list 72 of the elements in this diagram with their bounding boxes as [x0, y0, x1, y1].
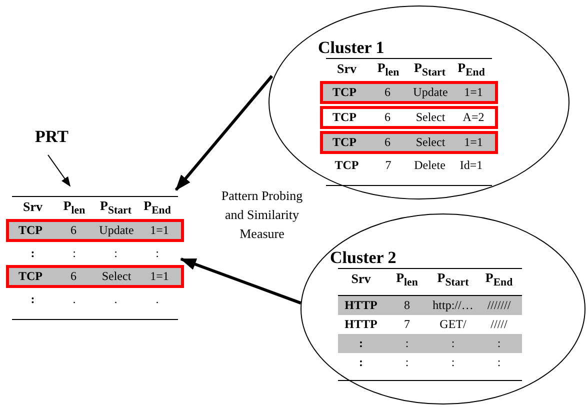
arrow	[180, 258, 302, 304]
cluster-title: Cluster 2	[330, 249, 396, 267]
table-cell-text: TCP	[18, 269, 44, 284]
table-cell-text: Select	[100, 269, 132, 284]
table-cell-text: :	[30, 246, 36, 261]
column-header: P$_{Start}$	[436, 270, 470, 288]
table-cell-text: TCP	[18, 223, 44, 238]
table-cell-text: 8	[403, 298, 411, 313]
annotation-text: Pattern Probing and Similarity Measure	[220, 187, 304, 243]
table-cell-text: 7	[403, 317, 411, 332]
column-header: P$_{len}$	[395, 270, 419, 288]
column-header: Srv	[336, 61, 358, 77]
table-cell-text: :	[358, 355, 364, 370]
column-header: P$_{len}$	[62, 198, 86, 216]
cluster-title: Cluster 1	[318, 39, 384, 57]
column-header: P$_{End}$	[142, 198, 172, 216]
table-cell-text: Id=1	[458, 158, 484, 173]
table-cell-text: 1=1	[149, 269, 170, 284]
table-cell-text: A=2	[462, 110, 486, 125]
table-cell-text: :	[450, 355, 456, 370]
table-cell-text: 1=1	[463, 135, 484, 150]
table-cell-text: :	[496, 355, 502, 370]
highlighted-row	[320, 81, 498, 104]
table-cell-text: Select	[414, 135, 446, 150]
table-cell-text: :	[154, 246, 160, 261]
column-header: P$_{Start}$	[413, 60, 446, 78]
table-cell-text: .	[154, 292, 160, 307]
table-cell-text: :	[358, 336, 364, 351]
table-cell-text: HTTP	[344, 317, 378, 332]
table-cell-text: :	[113, 246, 118, 261]
column-header: P$_{End}$	[484, 270, 514, 288]
table-cell-text: 6	[70, 223, 78, 238]
table-cell-text: Delete	[413, 158, 446, 173]
table-cell-text: TCP	[334, 158, 360, 173]
table-cell-text: Update	[98, 223, 135, 238]
table-cell-text: :	[72, 246, 77, 261]
table-cell-text: HTTP	[344, 298, 378, 313]
highlighted-row	[320, 131, 498, 154]
table-cell-text: GET/	[438, 317, 468, 332]
table-title: PRT	[35, 127, 75, 149]
table-cell-text: :	[30, 292, 36, 307]
table-cell-text: 1=1	[149, 223, 170, 238]
table-cell-text: .	[113, 292, 118, 307]
column-header: Srv	[22, 199, 44, 215]
table-cell-text: :	[404, 336, 410, 351]
table-cell-text: :	[496, 336, 502, 351]
table-cell-text: TCP	[332, 135, 358, 150]
column-header: P$_{len}$	[376, 60, 400, 78]
arrow	[48, 154, 70, 187]
table-cell-text: ///////	[486, 298, 512, 313]
table-cell-text: TCP	[332, 85, 358, 100]
highlighted-row	[320, 106, 498, 129]
column-header: P$_{End}$	[456, 60, 486, 78]
table-cell-text: http://…	[432, 298, 474, 313]
table-cell-text: 6	[70, 269, 78, 284]
arrow	[174, 75, 274, 191]
table-cell-text: Select	[414, 110, 446, 125]
column-header: P$_{Start}$	[99, 198, 132, 216]
table-cell-text: 7	[384, 158, 392, 173]
table-cell-text: .	[72, 292, 77, 307]
table-cell-text: :	[404, 355, 410, 370]
table-cell-text: /////	[490, 317, 508, 332]
table-cell-text: Update	[412, 85, 449, 100]
table-cell-text: TCP	[332, 110, 358, 125]
table-cell-text: 1=1	[463, 85, 484, 100]
highlighted-row	[6, 265, 184, 288]
column-header: Srv	[350, 271, 372, 287]
table-cell-text: 6	[384, 135, 392, 150]
table-cell-text: 6	[384, 110, 392, 125]
table-cell-text: 6	[384, 85, 392, 100]
highlighted-row	[6, 219, 184, 242]
table-cell-text: :	[450, 336, 456, 351]
